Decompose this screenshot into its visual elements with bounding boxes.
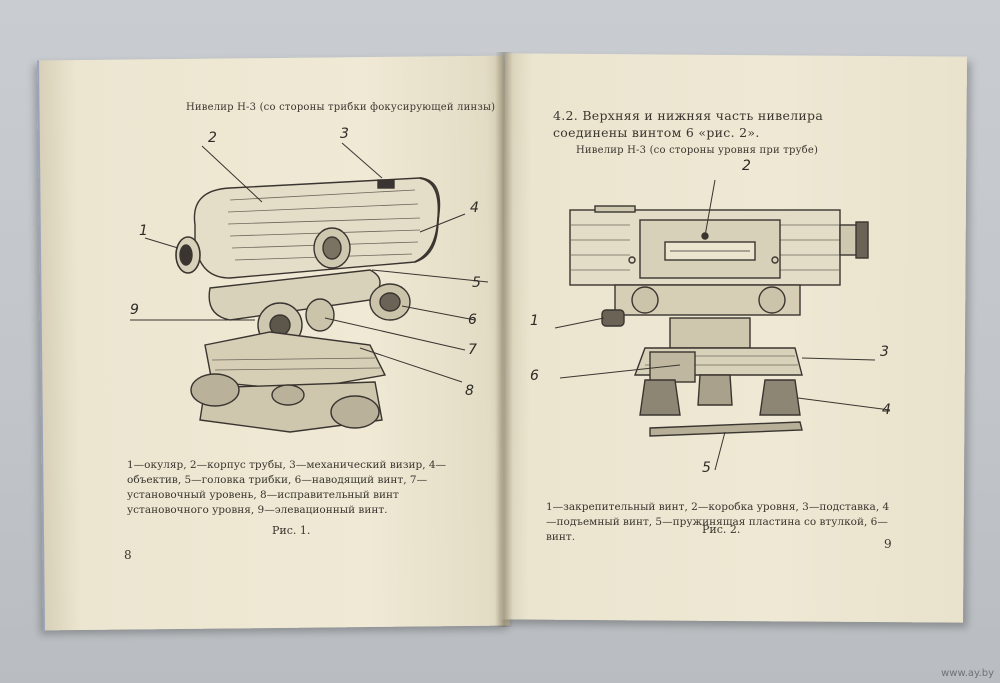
right-figure-label: Рис. 2. <box>702 523 741 536</box>
right-caption: 1—закрепительный винт, 2—коробка уровня,… <box>546 501 890 543</box>
watermark-text: www.ay.by <box>941 668 994 679</box>
callout-3-right: 3 <box>880 344 889 360</box>
callout-1-left: 1 <box>139 223 148 239</box>
callout-9-left: 9 <box>130 302 139 318</box>
left-page-number: 8 <box>124 548 132 562</box>
level-drawing-side-focus <box>130 142 489 433</box>
callout-1-right: 1 <box>530 313 539 329</box>
right-paragraph: 4.2. Верхняя и нижняя часть нивелира сое… <box>553 108 824 140</box>
left-figure-label: Рис. 1. <box>272 524 311 537</box>
callout-5-left: 5 <box>472 275 481 291</box>
callout-4-left: 4 <box>470 200 479 216</box>
callout-3-left: 3 <box>340 126 349 142</box>
callout-7-left: 7 <box>468 342 477 358</box>
callout-6-right: 6 <box>530 368 539 384</box>
book-spine <box>495 52 513 627</box>
callout-6-left: 6 <box>468 312 477 328</box>
callout-8-left: 8 <box>465 383 474 399</box>
left-caption: 1—окуляр, 2—корпус трубы, 3—механический… <box>127 459 447 516</box>
left-figure-header: Нивелир Н-3 (со стороны трибки фокусирую… <box>186 102 496 113</box>
callout-4-right: 4 <box>882 402 891 418</box>
right-page-number: 9 <box>884 537 892 551</box>
callout-2-right: 2 <box>742 158 751 174</box>
callout-2-left: 2 <box>208 130 217 146</box>
right-figure-header: Нивелир Н-3 (со стороны уровня при трубе… <box>576 145 819 156</box>
callout-5-right: 5 <box>702 460 711 476</box>
level-drawing-side-bubble <box>554 179 891 471</box>
